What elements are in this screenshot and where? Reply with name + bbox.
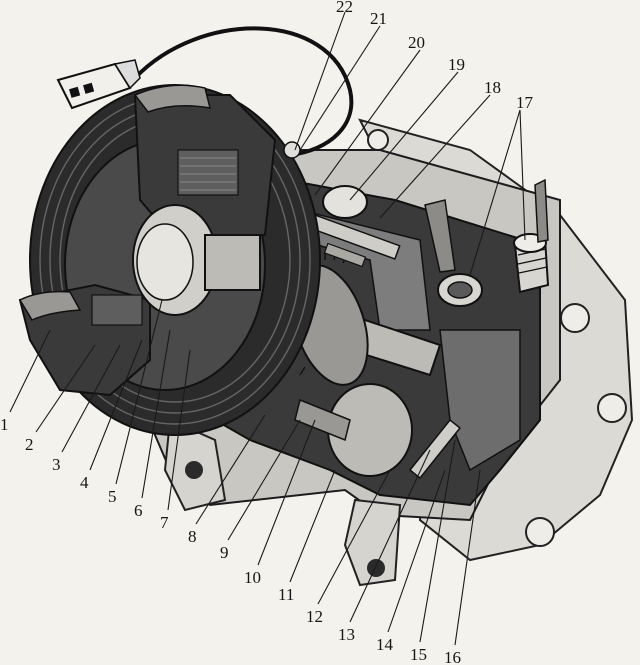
coil-hatch [180,157,236,191]
mounting-hole [185,461,203,479]
callout-21: 21 [370,9,387,28]
callout-19: 19 [448,55,465,74]
bolt-head [597,393,627,423]
callout-20: 20 [408,33,425,52]
callout-15: 15 [410,645,427,664]
callout-22: 22 [336,0,353,16]
pulley-rim-upper [133,84,212,113]
callout-10: 10 [244,568,261,587]
wire-connector [56,59,141,110]
callout-12: 12 [306,607,323,626]
callout-1: 1 [0,415,9,434]
callout-labels: 1 2 3 4 5 6 7 8 9 10 11 12 13 14 15 16 1… [0,0,534,665]
mounting-lug-right [343,498,402,587]
hub-sleeve [204,234,261,291]
service-fitting-discharge [513,178,550,294]
callout-3: 3 [52,455,61,474]
field-coil-winding [177,149,239,196]
callout-16: 16 [444,648,461,665]
valve-spring [323,242,367,268]
bolt-head [525,517,555,547]
bolt-head [367,129,389,151]
callout-9: 9 [220,543,229,562]
pulley-rim-lower [18,290,82,321]
relief-valve-cap [322,185,368,219]
callout-8: 8 [188,527,197,546]
callout-11: 11 [278,585,294,604]
callout-18: 18 [484,78,501,97]
callout-4: 4 [80,473,89,492]
callout-17: 17 [516,93,534,112]
service-fitting-suction [424,199,483,307]
internal-passage [439,329,521,472]
bolt-head [560,303,590,333]
mounting-hole [367,559,385,577]
lower-coil-winding [91,294,143,326]
compressor-illustration [18,26,634,587]
callout-2: 2 [25,435,34,454]
clutch-wire [133,26,354,157]
callout-13: 13 [338,625,355,644]
callout-6: 6 [134,501,143,520]
reed-valve [408,418,462,480]
callout-5: 5 [108,487,117,506]
hub-face [136,223,194,301]
connecting-rod [294,398,351,442]
callout-7: 7 [160,513,169,532]
leader-lines [9,11,526,646]
callout-14: 14 [376,635,394,654]
